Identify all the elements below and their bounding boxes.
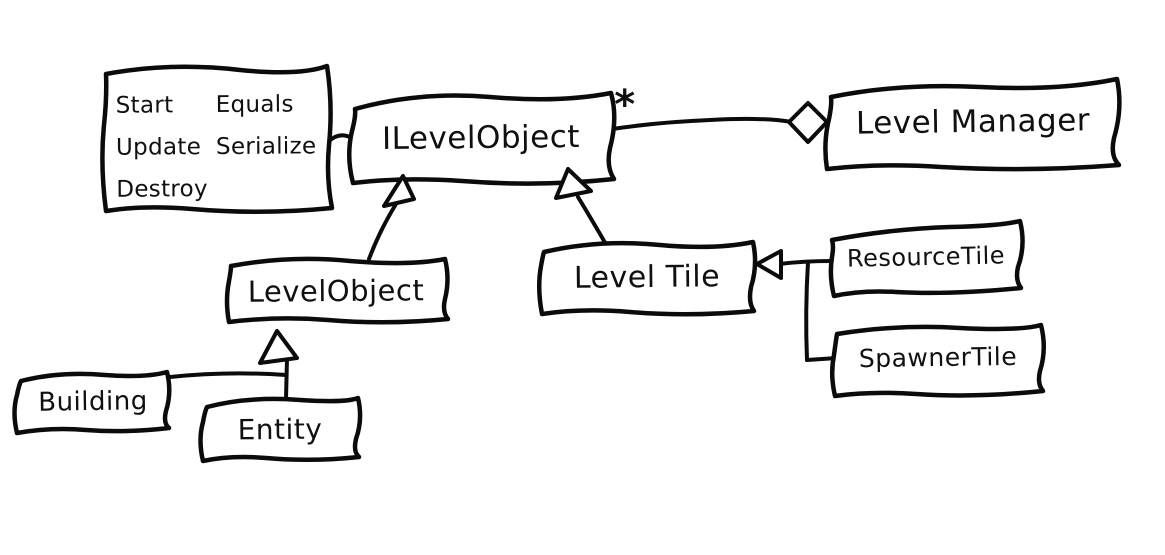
- levelobject-box: [224, 256, 451, 325]
- entity-inheritance-triangle-icon: [258, 329, 299, 365]
- tiles-inheritance-triangle-icon: [755, 249, 783, 280]
- class-entity-label: Entity: [237, 412, 323, 446]
- method-name: Destroy: [116, 176, 208, 203]
- method-name: Update: [115, 134, 202, 161]
- building-inheritance-line: [168, 371, 288, 379]
- method-name: Start: [115, 92, 174, 119]
- class-resourcetile-label: ResourceTile: [846, 241, 1006, 273]
- methods-note-box: [100, 63, 335, 214]
- class-spawnertile-label: SpawnerTile: [858, 341, 1018, 373]
- resourcetile-box: [828, 218, 1025, 299]
- entity-box: [198, 395, 363, 464]
- aggregation-line: [610, 116, 794, 131]
- spawnertile-box: [830, 322, 1046, 399]
- tile-branch-vertical-line: [804, 260, 810, 362]
- leveltile-inheritance-line: [576, 195, 609, 248]
- ilevelobject-box: [347, 90, 617, 186]
- class-ilevelobject-label: ILevelObject: [381, 118, 581, 158]
- methods-note: Start Equals Update Serialize Destroy: [116, 83, 329, 210]
- method-name: Equals: [215, 91, 294, 119]
- levelobject-inheritance-line: [367, 202, 398, 261]
- class-leveltile-label: Level Tile: [573, 258, 721, 296]
- entity-inheritance-line: [284, 356, 289, 401]
- class-building-label: Building: [38, 386, 148, 418]
- method-name: Serialize: [215, 133, 317, 161]
- tile-branch-horizontal-line: [777, 259, 833, 266]
- class-levelmanager-label: Level Manager: [855, 102, 1091, 142]
- aggregation-diamond-icon: [787, 101, 829, 144]
- levelmanager-box: [823, 76, 1122, 172]
- levelobject-inheritance-triangle-icon: [382, 174, 416, 208]
- leveltile-inheritance-triangle-icon: [554, 167, 593, 200]
- leveltile-box: [537, 239, 758, 317]
- aggregation-multiplicity-label: *: [614, 82, 636, 128]
- class-levelobject-label: LevelObject: [247, 273, 425, 309]
- building-box: [12, 369, 172, 436]
